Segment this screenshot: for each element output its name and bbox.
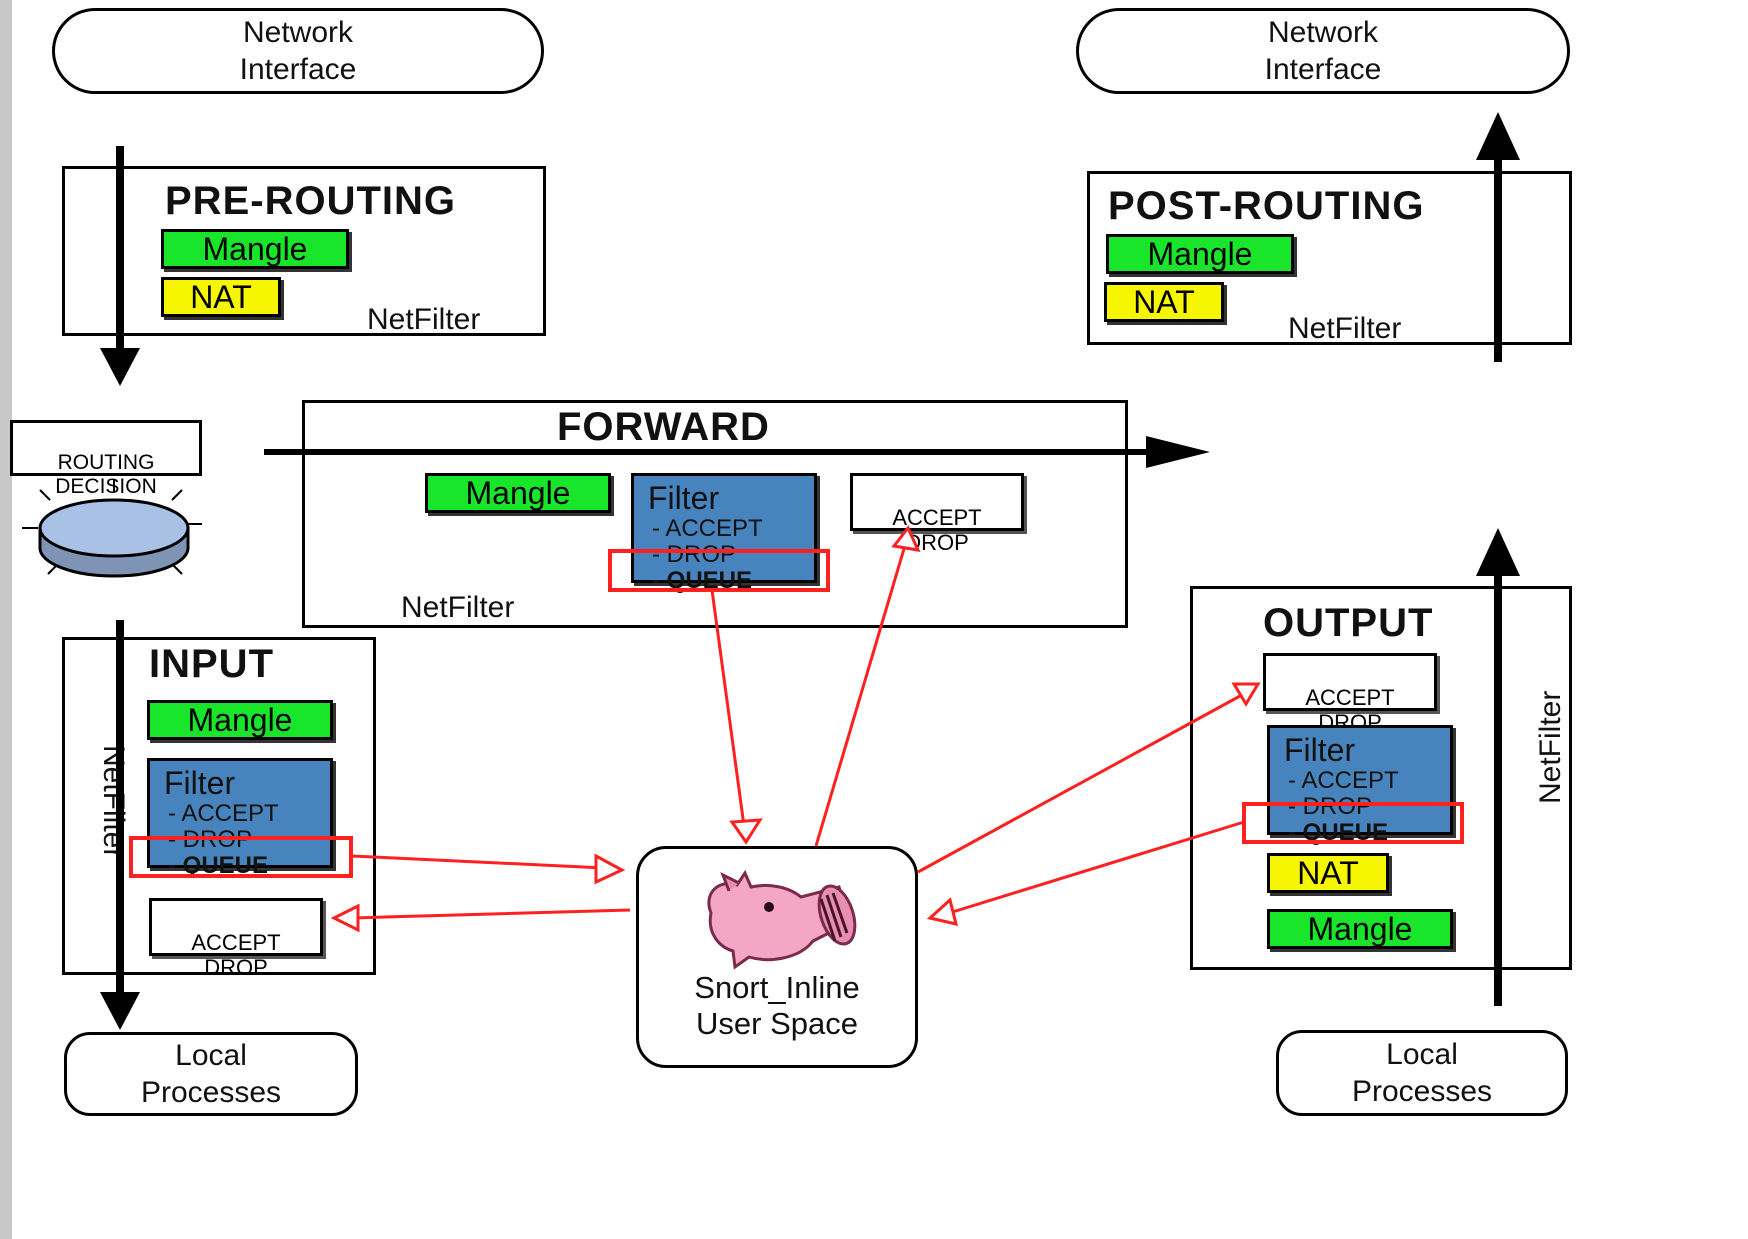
output-queue-highlight bbox=[1242, 802, 1464, 844]
arrow-forward-queue-to-snort-head bbox=[729, 818, 763, 845]
arrow-forward-queue-to-snort bbox=[710, 589, 746, 827]
local-processes-left: Local Processes bbox=[64, 1032, 358, 1116]
filter-accept: - ACCEPT bbox=[168, 800, 279, 827]
pre-routing-mangle: Mangle bbox=[161, 229, 349, 269]
accept-drop-label: ACCEPT DROP bbox=[191, 930, 281, 980]
arrow-in-down-head bbox=[100, 348, 140, 386]
forward-queue-highlight bbox=[608, 549, 830, 592]
output-accept-drop: ACCEPT DROP bbox=[1263, 653, 1437, 735]
output-nat: NAT bbox=[1267, 853, 1389, 893]
filter-title: Filter bbox=[1284, 732, 1356, 768]
routing-decision-label: ROUTING DECISION bbox=[55, 451, 157, 498]
mangle-label: Mangle bbox=[202, 230, 308, 267]
forward-accept-drop: ACCEPT DROP bbox=[850, 473, 1024, 555]
network-interface-out: Network Interface bbox=[1076, 8, 1570, 94]
pre-routing-title: PRE-ROUTING bbox=[165, 179, 456, 223]
arrow-snort-to-input-accept bbox=[351, 908, 631, 920]
post-routing-netfilter: NetFilter bbox=[1288, 312, 1402, 345]
arrow-input-queue-to-snort bbox=[351, 854, 605, 870]
forward-filter: Filter - ACCEPT - DROP - QUEUE bbox=[631, 473, 817, 594]
mangle-label: Mangle bbox=[1147, 235, 1253, 272]
input-accept-drop: ACCEPT DROP bbox=[149, 898, 323, 980]
pre-routing-chain: PRE-ROUTING Mangle NAT NetFilter bbox=[62, 166, 546, 336]
pre-routing-netfilter: NetFilter bbox=[367, 303, 481, 336]
nat-label: NAT bbox=[1297, 854, 1359, 891]
filter-drop: - DROP bbox=[1288, 793, 1372, 820]
filter-title: Filter bbox=[648, 480, 720, 516]
pre-routing-nat: NAT bbox=[161, 277, 281, 317]
snort-pig-icon bbox=[707, 869, 857, 970]
forward-netfilter: NetFilter bbox=[401, 591, 515, 624]
nat-label: NAT bbox=[1133, 283, 1195, 320]
forward-title: FORWARD bbox=[557, 405, 770, 449]
queue-highlights bbox=[129, 549, 1464, 878]
arrow-forward-head bbox=[1146, 436, 1210, 468]
arrow-snort-to-forward-accept-head bbox=[891, 525, 921, 552]
arrow-snort-to-output-accept bbox=[917, 694, 1241, 874]
post-routing-title: POST-ROUTING bbox=[1108, 184, 1425, 228]
local-processes-left-label: Local Processes bbox=[140, 1039, 282, 1109]
local-processes-right: Local Processes bbox=[1276, 1030, 1568, 1116]
local-processes-right-label: Local Processes bbox=[1351, 1038, 1493, 1108]
filter-title: Filter bbox=[164, 765, 236, 801]
routing-disk-icon bbox=[22, 480, 202, 578]
forward-mangle: Mangle bbox=[425, 473, 611, 513]
output-mangle: Mangle bbox=[1267, 909, 1453, 949]
filter-accept: - ACCEPT bbox=[1288, 767, 1399, 794]
post-routing-mangle: Mangle bbox=[1106, 234, 1294, 274]
arrow-snort-to-input-accept-head bbox=[330, 903, 360, 933]
mangle-label: Mangle bbox=[465, 474, 571, 511]
input-queue-highlight bbox=[129, 836, 353, 878]
arrow-snort-to-forward-accept bbox=[814, 541, 908, 847]
output-chain: OUTPUT ACCEPT DROP Filter - ACCEPT - DRO… bbox=[1190, 586, 1572, 970]
output-filter: Filter - ACCEPT - DROP - QUEUE bbox=[1267, 725, 1453, 846]
arrow-input-down-head bbox=[100, 992, 140, 1030]
nat-label: NAT bbox=[190, 278, 252, 315]
filter-accept: - ACCEPT bbox=[652, 515, 763, 542]
snort-label-line2: User Space bbox=[696, 1006, 858, 1041]
accept-drop-label: ACCEPT DROP bbox=[892, 505, 982, 555]
filter-drop: - DROP bbox=[652, 541, 736, 568]
input-mangle: Mangle bbox=[147, 700, 333, 740]
routing-decision-box: ROUTING DECISION bbox=[10, 420, 202, 498]
mangle-label: Mangle bbox=[1307, 910, 1413, 947]
arrow-output-queue-to-snort bbox=[945, 820, 1245, 916]
network-interface-in: Network Interface bbox=[52, 8, 544, 94]
snort-inline-box: Snort_Inline User Space bbox=[636, 846, 918, 1068]
input-title: INPUT bbox=[149, 642, 274, 686]
input-filter: Filter - ACCEPT - DROP - QUEUE bbox=[147, 758, 333, 879]
arrow-output-up-head bbox=[1476, 528, 1520, 576]
arrow-snort-to-output-accept-head bbox=[1231, 682, 1261, 707]
arrow-input-queue-to-snort-head bbox=[594, 853, 626, 885]
output-title: OUTPUT bbox=[1263, 601, 1434, 645]
mangle-label: Mangle bbox=[187, 701, 293, 738]
network-interface-in-label: Network Interface bbox=[239, 16, 357, 86]
arrow-post-up-head bbox=[1476, 112, 1520, 160]
post-routing-nat: NAT bbox=[1104, 282, 1224, 322]
post-routing-chain: POST-ROUTING Mangle NAT NetFilter bbox=[1087, 171, 1572, 345]
network-interface-out-label: Network Interface bbox=[1264, 16, 1382, 86]
arrow-output-queue-to-snort-head bbox=[926, 897, 959, 927]
snort-arrows bbox=[330, 525, 1261, 933]
black-flow-arrows bbox=[100, 112, 1520, 1030]
snort-label-line1: Snort_Inline bbox=[694, 970, 860, 1005]
input-chain: INPUT Mangle Filter - ACCEPT - DROP - QU… bbox=[62, 637, 376, 980]
